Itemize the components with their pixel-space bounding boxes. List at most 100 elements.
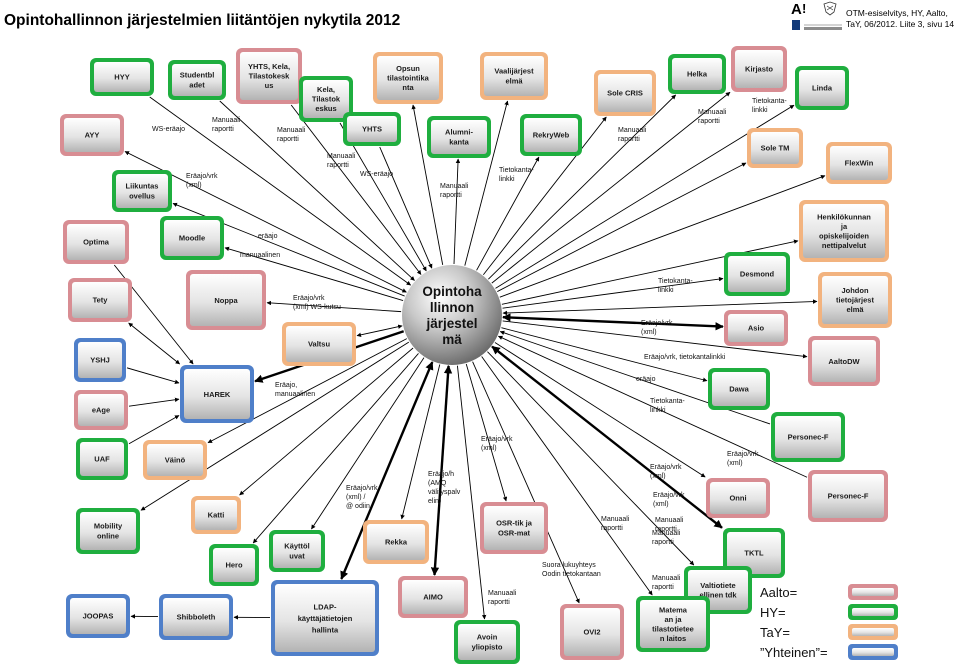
edge-label-text: (xml): [641, 329, 657, 336]
node-label: eAge: [92, 406, 110, 415]
node-body: [172, 64, 222, 96]
node-label: Käyttöl: [284, 542, 309, 551]
edge-label-text: Eräajo/vrk: [186, 173, 218, 180]
node-label: Rekka: [385, 538, 408, 547]
node-body: [458, 624, 516, 660]
node-label: Henkilökunnan: [817, 212, 871, 221]
node-tktl: TKTL: [723, 528, 785, 578]
node-label: Avoin: [477, 633, 498, 642]
edge-ldap-HUB: [340, 361, 434, 580]
legend-swatch-body: [852, 648, 894, 656]
node-body: [78, 342, 122, 378]
tampere-crest-icon: [823, 1, 837, 16]
node-asio: Asio: [724, 310, 788, 346]
edge-label-text: (AMQ: [428, 480, 447, 487]
node-body: [347, 116, 397, 142]
legend: Aalto=HY=TaY=”Yhteinen”=: [760, 584, 898, 660]
legend-item-tay: TaY=: [760, 624, 898, 640]
node-alumnikanta: Alumni-kanta: [427, 116, 491, 158]
node-body: [484, 506, 544, 550]
edge-label-text: raportti: [212, 126, 234, 133]
edge-label-eraajo-vrk-xml-2: Eräajo/vrk(xml): [641, 320, 673, 336]
node-body: [484, 56, 544, 96]
node-rekryweb: RekryWeb: [520, 114, 582, 156]
edge-label-text: raportti: [655, 526, 677, 533]
svg-text:!: !: [802, 1, 806, 16]
node-yshj: YSHJ: [74, 338, 126, 382]
node-body: [710, 482, 766, 514]
node-body: [273, 534, 321, 568]
edge-label-text: Tietokanta-: [752, 98, 787, 105]
node-label: Opsun: [396, 64, 420, 73]
edge-label-eraajo: eräajo: [258, 233, 278, 240]
node-yhts: YHTS: [343, 112, 401, 146]
edge-label-eraajo-2: eräajo: [636, 376, 656, 383]
node-label: käyttäjätietojen: [298, 614, 353, 623]
edge-label-eraajo-vrk-xml-3: Eräajo/vrk(xml): [650, 464, 682, 480]
edge-label-text: raportti: [652, 539, 674, 546]
node-body: [163, 598, 229, 636]
node-desmond: Desmond: [724, 252, 790, 296]
edge-label-text: raportti: [652, 584, 674, 591]
edge-label-text: Eräajo/vrk: [653, 492, 685, 499]
edge-aimo-HUB: [430, 365, 453, 576]
node-label: elmä: [846, 305, 864, 314]
node-uaf: UAF: [76, 438, 128, 480]
central-system-label: llinnon: [430, 300, 474, 315]
edge-label-text: (xml): [650, 473, 666, 480]
node-moodle: Moodle: [160, 216, 224, 260]
node-label: Shibboleth: [177, 613, 216, 622]
edge-label-text: välityspalv: [428, 489, 461, 496]
edge-yhts-HUB: [379, 146, 433, 269]
edge-label-text: Eräajo/vrk: [727, 451, 759, 458]
edge-label-text: Tietokanta-: [658, 278, 693, 285]
node-label: ja: [840, 222, 848, 231]
edge-rekryweb-HUB: [476, 156, 540, 271]
node-body: [431, 120, 487, 154]
node-tety: Tety: [68, 278, 132, 322]
edge-alumnikanta-HUB: [453, 158, 461, 265]
node-label: HYY: [114, 73, 129, 82]
node-valtsu: Valtsu: [282, 322, 356, 366]
edge-label-tietokantalinkki-4: Tietokanta-linkki: [650, 398, 685, 414]
node-label: OSR-mat: [498, 529, 531, 538]
node-linda: Linda: [795, 66, 849, 110]
edge-label-text: Eräajo,: [275, 382, 297, 389]
edge-label-tietokantalinkki-3: Tietokanta-linkki: [658, 278, 693, 294]
node-label: Väinö: [165, 456, 186, 465]
node-body: [727, 532, 781, 574]
edge-label-text: Manuaali: [601, 516, 630, 523]
node-label: RekryWeb: [533, 131, 570, 140]
edge-onni-HUB: [494, 342, 706, 478]
edge-eage-harek: [128, 397, 180, 407]
node-body: [640, 600, 706, 648]
node-body: [799, 70, 845, 106]
edge-opsun-HUB: [411, 104, 444, 265]
node-label: yliopisto: [472, 643, 503, 652]
edge-label-text: (xml): [186, 182, 202, 189]
edge-henkilokunnan-HUB: [501, 239, 799, 305]
edge-label-text: raportti: [327, 162, 349, 169]
edge-noppa-HUB: [266, 300, 402, 313]
legend-swatch-body: [852, 588, 894, 596]
node-label: OVI2: [583, 628, 600, 637]
node-label: tilastointika: [387, 74, 430, 83]
node-body: [564, 608, 620, 656]
edge-label-text: Eräajo/vrk: [481, 436, 513, 443]
edge-label-text: raportti: [618, 136, 640, 143]
node-body: [213, 548, 255, 582]
edge-label-text: Manuaali: [440, 183, 469, 190]
legend-item-shared: ”Yhteinen”=: [760, 644, 898, 660]
